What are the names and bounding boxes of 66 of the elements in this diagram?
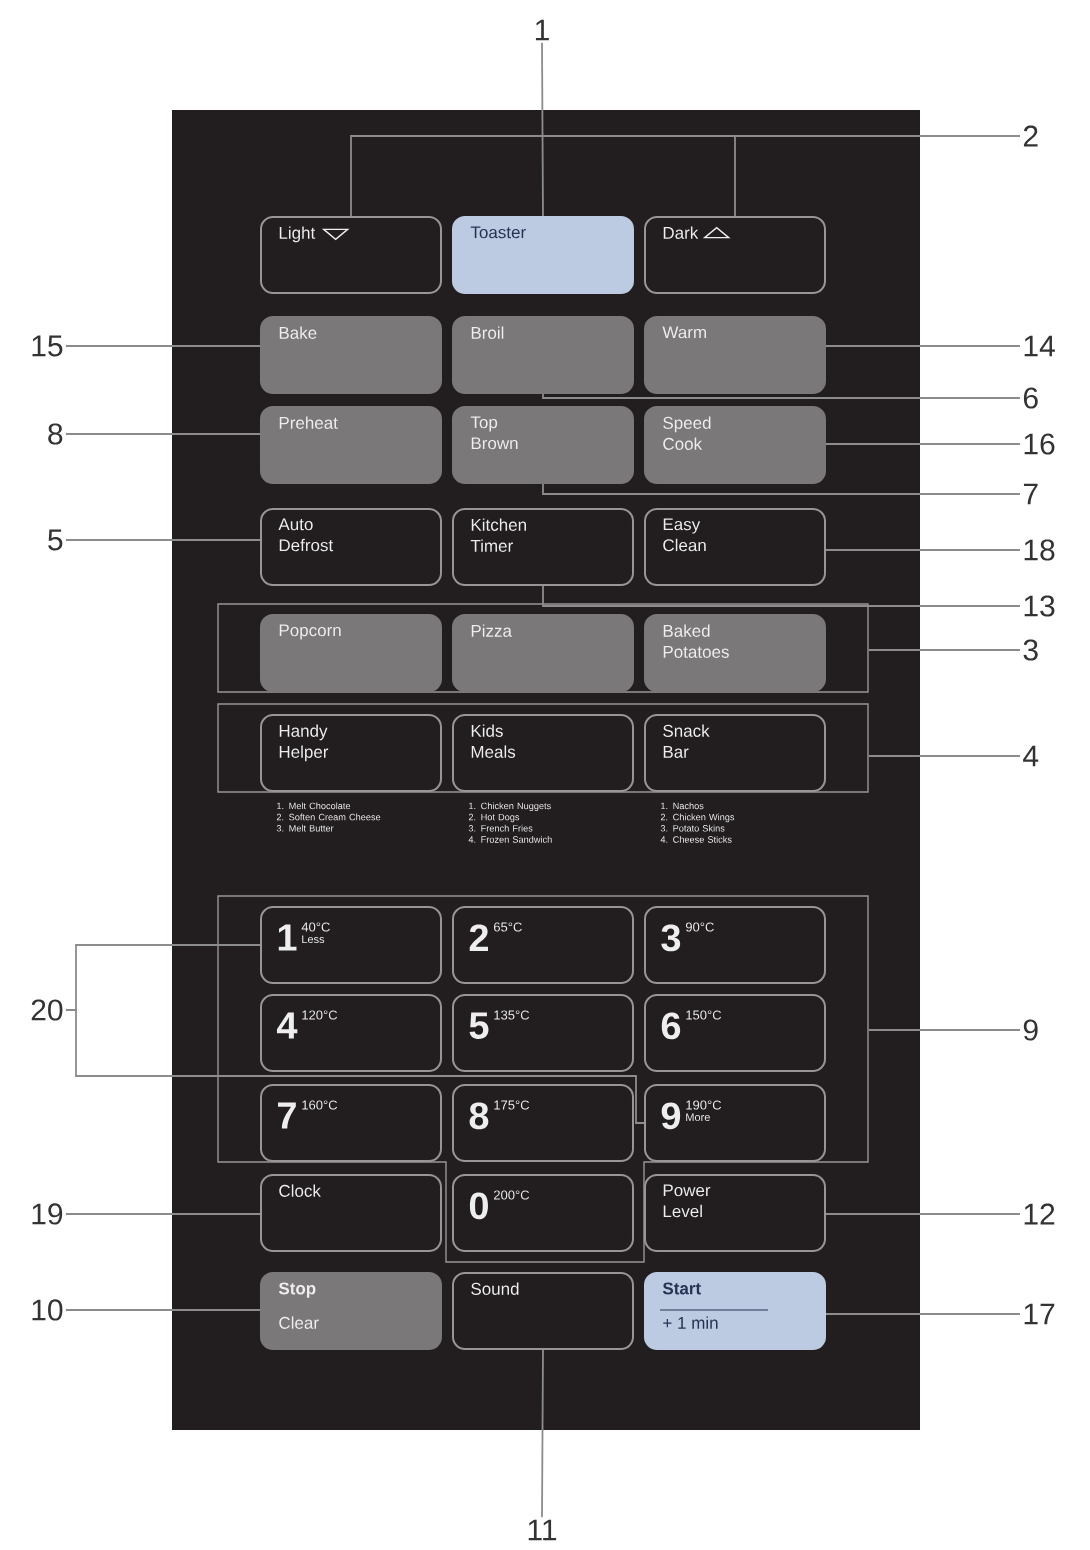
leader-line bbox=[542, 393, 1021, 399]
button: Broil bbox=[452, 316, 634, 394]
button: Auto Defrost bbox=[260, 508, 442, 586]
leader-line bbox=[542, 483, 1021, 495]
button: Dark bbox=[644, 216, 826, 294]
button: Warm bbox=[644, 316, 826, 394]
leader-line bbox=[65, 1009, 645, 1124]
callout-number: 19 bbox=[32, 1203, 63, 1225]
callout-number: 12 bbox=[1024, 1203, 1055, 1225]
leader-line bbox=[65, 345, 261, 347]
callout-number: 5 bbox=[48, 529, 63, 551]
button: Light bbox=[260, 216, 442, 294]
leader-line bbox=[65, 1309, 261, 1311]
leader-line bbox=[541, 41, 544, 217]
callout-number: 18 bbox=[1024, 539, 1055, 561]
callout-number: 4 bbox=[1023, 745, 1039, 767]
button: Popcorn bbox=[260, 614, 442, 692]
leader-line bbox=[825, 1213, 1021, 1215]
button: Sound bbox=[452, 1272, 634, 1350]
button: Kitchen Timer bbox=[452, 508, 634, 586]
leader-line bbox=[825, 1313, 1021, 1315]
leader-line bbox=[541, 1349, 544, 1519]
callout-number: 6 bbox=[1023, 387, 1038, 409]
button: Pizza bbox=[452, 614, 634, 692]
button: Baked Potatoes bbox=[644, 614, 826, 692]
callout-number: 8 bbox=[48, 423, 63, 445]
button: Easy Clean bbox=[644, 508, 826, 586]
callout-number: 13 bbox=[1024, 595, 1055, 617]
button: Stop Clear bbox=[260, 1272, 442, 1350]
group-frame bbox=[217, 895, 869, 1263]
button: Start + 1 min bbox=[644, 1272, 826, 1350]
button: Clock bbox=[260, 1174, 442, 1252]
leader-line bbox=[734, 135, 1021, 217]
leader-line bbox=[867, 1029, 1021, 1031]
button: Toaster bbox=[452, 216, 634, 294]
callout-number: 1 bbox=[535, 19, 549, 41]
callout-number: 3 bbox=[1023, 639, 1038, 661]
callout-number: 10 bbox=[32, 1299, 63, 1321]
callout-number: 17 bbox=[1024, 1303, 1055, 1325]
leader-line bbox=[65, 433, 261, 435]
button: Bake bbox=[260, 316, 442, 394]
leader-line bbox=[867, 755, 1021, 757]
button: Speed Cook bbox=[644, 406, 826, 484]
group-frame bbox=[217, 703, 869, 793]
button: Handy Helper bbox=[260, 714, 442, 792]
callout-number: 2 bbox=[1023, 125, 1038, 147]
button: Kids Meals bbox=[452, 714, 634, 792]
callout-number: 15 bbox=[32, 335, 63, 357]
button: Snack Bar bbox=[644, 714, 826, 792]
button: Preheat bbox=[260, 406, 442, 484]
button: Top Brown bbox=[452, 406, 634, 484]
callout-number: 20 bbox=[31, 999, 63, 1021]
leader-line bbox=[825, 345, 1021, 347]
leader-line bbox=[825, 443, 1021, 445]
callout-number: 14 bbox=[1024, 335, 1055, 357]
leader-line bbox=[867, 649, 1021, 651]
group-frame bbox=[217, 603, 869, 693]
callout-number: 11 bbox=[528, 1519, 557, 1541]
leader-line bbox=[542, 585, 1021, 607]
callout-number: 9 bbox=[1023, 1019, 1038, 1041]
leader-line bbox=[825, 549, 1021, 551]
leader-line bbox=[65, 1213, 261, 1215]
leader-line bbox=[65, 539, 261, 541]
button: Power Level bbox=[644, 1174, 826, 1252]
callout-number: 16 bbox=[1024, 433, 1055, 455]
callout-number: 7 bbox=[1023, 483, 1038, 505]
